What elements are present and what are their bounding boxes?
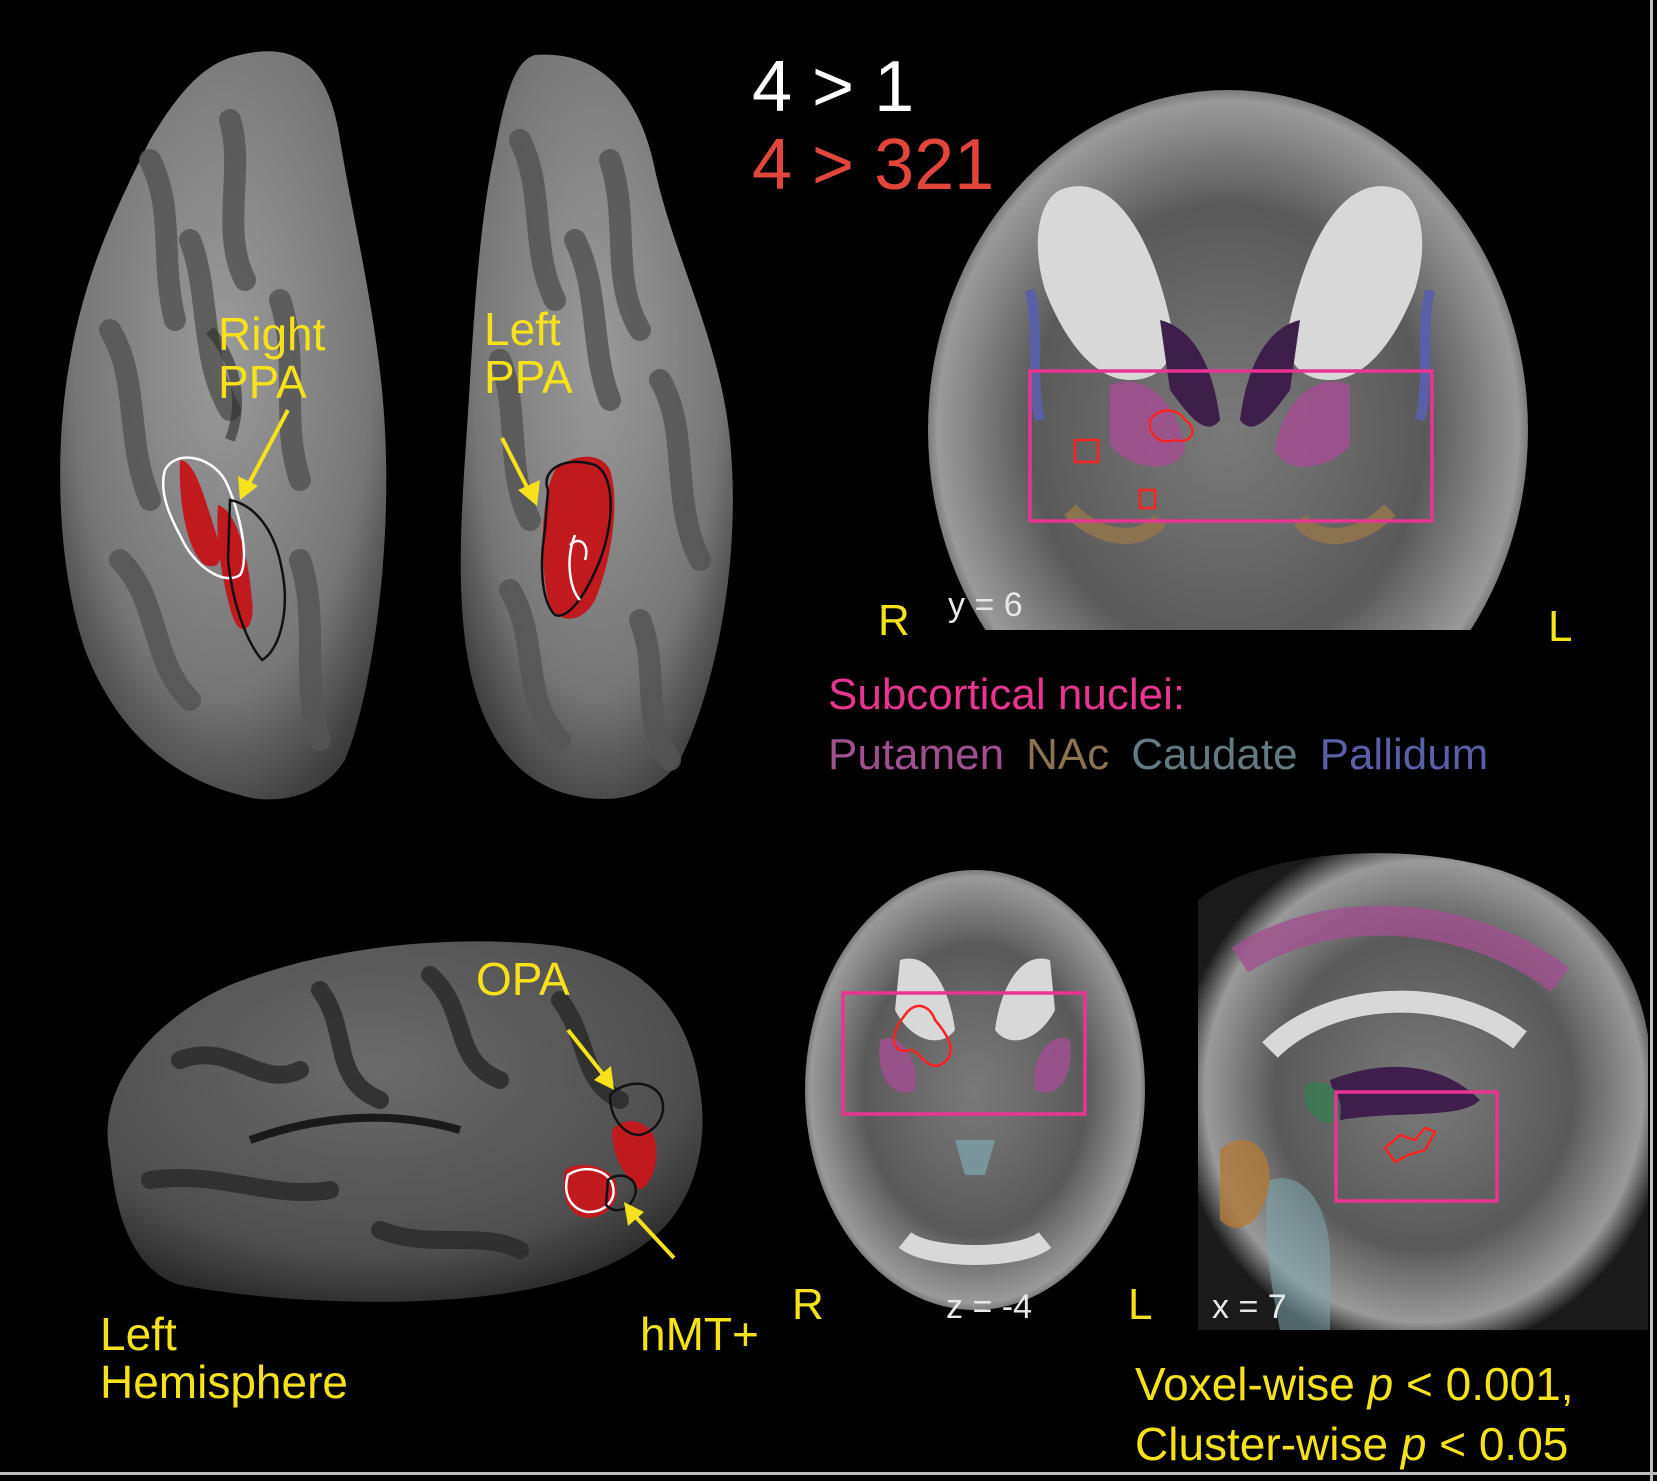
coronal-coordinate: y = 6 (948, 586, 1023, 624)
threshold-1-suffix: < 0.001, (1393, 1358, 1574, 1410)
axial-roi-box (841, 991, 1087, 1116)
frame-bottom-edge (0, 1472, 1657, 1475)
coronal-slice (925, 60, 1535, 630)
contrast-white-label: 4 > 1 (752, 47, 915, 127)
frame-right-edge (1650, 0, 1653, 1481)
hmt-label: hMT+ (640, 1308, 759, 1360)
legend-item-putamen: Putamen (828, 730, 1005, 779)
opa-arrow (566, 1028, 614, 1090)
sagittal-roi-box (1334, 1090, 1499, 1203)
ventral-right-hemisphere (60, 51, 387, 800)
left-ppa-label: Left PPA (484, 303, 573, 404)
right-ppa-label: Right PPA (218, 308, 326, 409)
threshold-2-prefix: Cluster-wise (1135, 1418, 1401, 1470)
hemisphere-label: Left Hemisphere (100, 1308, 348, 1409)
axial-slice (790, 850, 1160, 1330)
sagittal-slice (1198, 830, 1648, 1330)
legend-item-pallidum: Pallidum (1319, 730, 1489, 779)
hmt-arrow (624, 1202, 676, 1260)
coronal-roi-box (1028, 369, 1434, 523)
legend-item-nac: NAc (1026, 730, 1110, 779)
legend-items: Putamen NAc Caudate Pallidum (828, 730, 1488, 780)
axial-left-marker: L (1128, 1280, 1153, 1329)
coronal-left-marker: L (1548, 602, 1573, 651)
threshold-line-1: Voxel-wise p < 0.001, (1135, 1360, 1574, 1408)
opa-label: OPA (476, 953, 570, 1005)
threshold-2-p: p (1400, 1418, 1427, 1470)
coronal-right-marker: R (878, 596, 910, 645)
legend-title: Subcortical nuclei: (828, 670, 1186, 719)
legend-item-caudate: Caudate (1131, 730, 1298, 779)
threshold-1-prefix: Voxel-wise (1135, 1358, 1368, 1410)
left-ppa-arrow (500, 437, 540, 506)
threshold-line-2: Cluster-wise p < 0.05 (1135, 1420, 1568, 1468)
axial-right-marker: R (792, 1280, 824, 1329)
contrast-red-label: 4 > 321 (752, 125, 995, 205)
threshold-2-suffix: < 0.05 (1426, 1418, 1569, 1470)
lateral-left-hemisphere (107, 941, 703, 1302)
threshold-1-p: p (1367, 1358, 1394, 1410)
axial-coordinate: z = -4 (946, 1288, 1032, 1326)
sagittal-coordinate: x = 7 (1212, 1288, 1287, 1326)
ventral-left-hemisphere (460, 54, 733, 799)
right-ppa-arrow (238, 409, 290, 500)
